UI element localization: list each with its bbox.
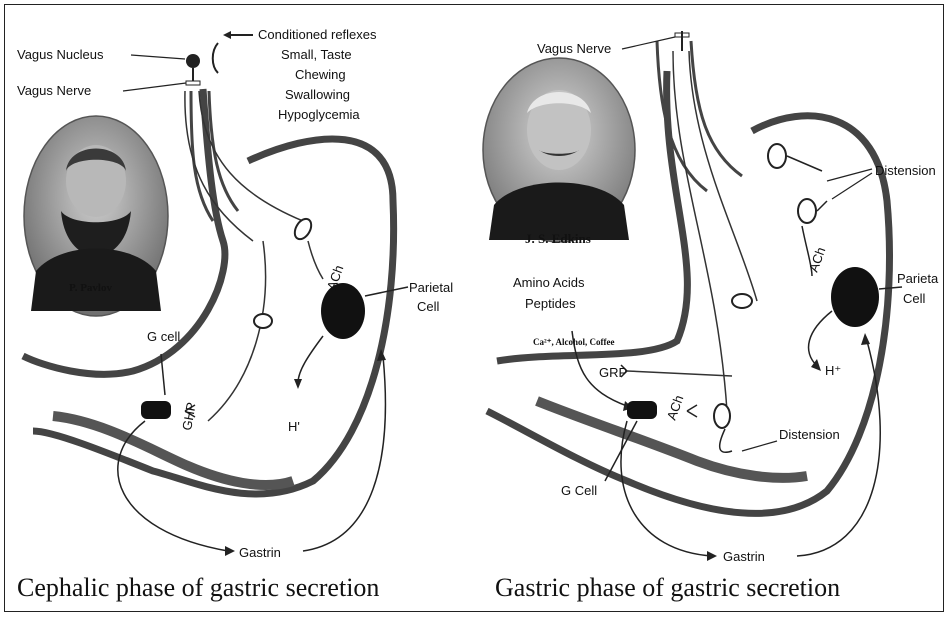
vagus-nerve-marker [186,81,200,85]
calcium-alcohol-coffee-label: Ca²⁺, Alcohol, Coffee [533,337,614,347]
ganglion-lower [254,314,272,328]
ganglion-top-1 [768,144,786,168]
parietal-label: Parietal [897,271,939,286]
vagal-fiber-to-ghp [208,241,266,421]
distension-bottom-label: Distension [779,427,840,442]
g-cell [141,401,171,419]
acid-secretion-arrow [298,336,323,383]
gastric-phase-diagram: Vagus Nerve Distension ACh Parietal Cell… [477,11,939,567]
pavlov-label: P. Pavlov [69,282,112,294]
parietal-label: Parietal [409,280,453,295]
esophagus-wall-right [691,41,742,176]
cephalic-phase-diagram: Vagus Nucleus Vagus Nerve Conditioned re… [13,11,465,567]
reflex-input-curve [213,43,218,73]
ach-bottom-label: ACh [664,393,687,422]
ganglion-mid [732,294,752,308]
gastrin-label: Gastrin [723,549,765,564]
parietal-cell [831,267,879,327]
edkins-label: J. S. Edkins [525,231,591,245]
grp-label: GRP [599,365,627,380]
g-cell [627,401,657,419]
parietal-cell [321,283,365,339]
hydrogen-ion-label: H' [288,419,300,434]
ganglion-top-2 [798,199,816,223]
vagus-nucleus-label: Vagus Nucleus [17,47,104,62]
smell-taste-label: Small, Taste [281,47,352,62]
g-cell-label: G cell [147,329,180,344]
gastrin-label: Gastrin [239,545,281,560]
vagal-fiber-2 [689,51,757,301]
gastric-phase-caption: Gastric phase of gastric secretion [495,573,840,603]
swallowing-label: Swallowing [285,87,350,102]
amino-acids-label: Amino Acids [513,275,585,290]
parietal-cell-pointer [365,287,408,296]
distension-pointer-2 [832,173,872,199]
ghp-label: GHP [179,401,199,431]
chewing-label: Chewing [295,67,346,82]
pavlov-portrait: P. Pavlov [21,111,171,321]
cephalic-phase-caption: Cephalic phase of gastric secretion [17,573,379,603]
vagus-nerve-label: Vagus Nerve [17,83,91,98]
ganglion-lower [714,404,730,428]
distension-top-label: Distension [875,163,936,178]
hypoglycemia-label: Hypoglycemia [278,107,360,122]
distension-pointer-lower [742,441,777,451]
conditioned-reflexes-label: Conditioned reflexes [258,27,377,42]
vagus-nerve-label: Vagus Nerve [537,41,611,56]
figure-frame: Vagus Nucleus Vagus Nerve Conditioned re… [4,4,944,612]
distension-pointer-1 [827,169,872,181]
acid-secretion-arrow [809,311,832,366]
hydrogen-ion-label: H⁺ [825,363,841,378]
parietal-cell-pointer [879,287,902,289]
vagus-nucleus-cell [186,54,200,68]
peptides-label: Peptides [525,296,576,311]
parietal-cell-label: Cell [417,299,440,314]
parietal-cell-label: Cell [903,291,926,306]
g-cell-label: G Cell [561,483,597,498]
ach-top-label: ACh [806,245,829,274]
ganglion-upper [291,216,314,242]
edkins-portrait: J. S. Edkins [479,55,639,245]
